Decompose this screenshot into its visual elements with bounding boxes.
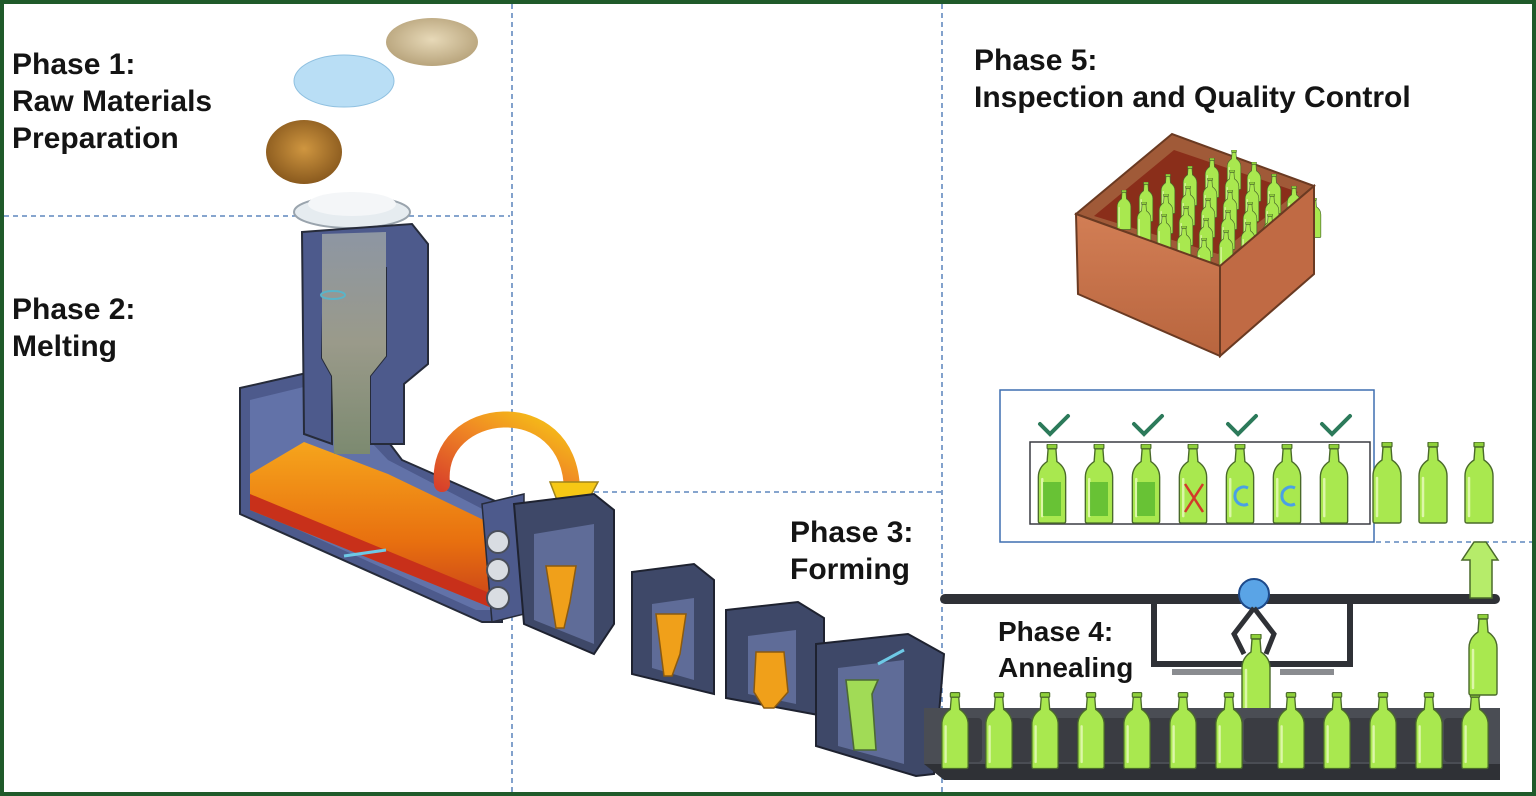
inspected-bottle <box>1131 414 1164 524</box>
phase5-line1: Inspection and Quality Control <box>974 81 1411 114</box>
phase1-line1: Raw Materials <box>12 85 213 118</box>
phase3-line1: Forming <box>790 553 910 586</box>
phase2-title: Phase 2: <box>12 293 136 326</box>
melting-furnace <box>239 222 600 623</box>
phase3-title: Phase 3: <box>790 516 914 549</box>
check-mark-icon <box>1226 414 1258 437</box>
phase4-label: Phase 4: Annealing <box>998 614 1133 686</box>
inspected-bottle <box>1178 444 1208 524</box>
raw-materials <box>266 18 478 229</box>
phase5-title: Phase 5: <box>974 44 1098 77</box>
inspected-bottle <box>1037 414 1070 524</box>
phase2-label: Phase 2: Melting <box>12 291 135 365</box>
phase4-line1: Annealing <box>998 652 1134 683</box>
phase2-line1: Melting <box>12 330 117 363</box>
inspected-bottle <box>1319 414 1352 524</box>
forming-machine <box>512 492 946 778</box>
inspected-bottle <box>1272 444 1302 524</box>
check-mark-icon <box>1320 414 1352 437</box>
process-illustration <box>4 4 1532 792</box>
inspection-panel <box>999 389 1495 543</box>
reject-x-icon <box>1183 483 1205 513</box>
phase1-label: Phase 1: Raw Materials Preparation <box>12 46 212 157</box>
inspected-bottle <box>1225 414 1258 524</box>
phase1-title: Phase 1: <box>12 48 136 81</box>
phase1-line2: Preparation <box>12 122 179 155</box>
check-mark-icon <box>1038 414 1070 437</box>
annealing-conveyor <box>924 541 1500 780</box>
scan-ring-icon <box>1233 485 1249 507</box>
scan-ring-icon <box>1280 485 1296 507</box>
inspected-bottle <box>1084 444 1114 524</box>
phase-dividers <box>4 4 1532 792</box>
check-mark-icon <box>1132 414 1164 437</box>
phase5-label: Phase 5: Inspection and Quality Control <box>974 42 1411 116</box>
phase4-title: Phase 4: <box>998 616 1114 647</box>
phase3-label: Phase 3: Forming <box>790 514 913 588</box>
bottle-crate <box>1074 132 1322 359</box>
